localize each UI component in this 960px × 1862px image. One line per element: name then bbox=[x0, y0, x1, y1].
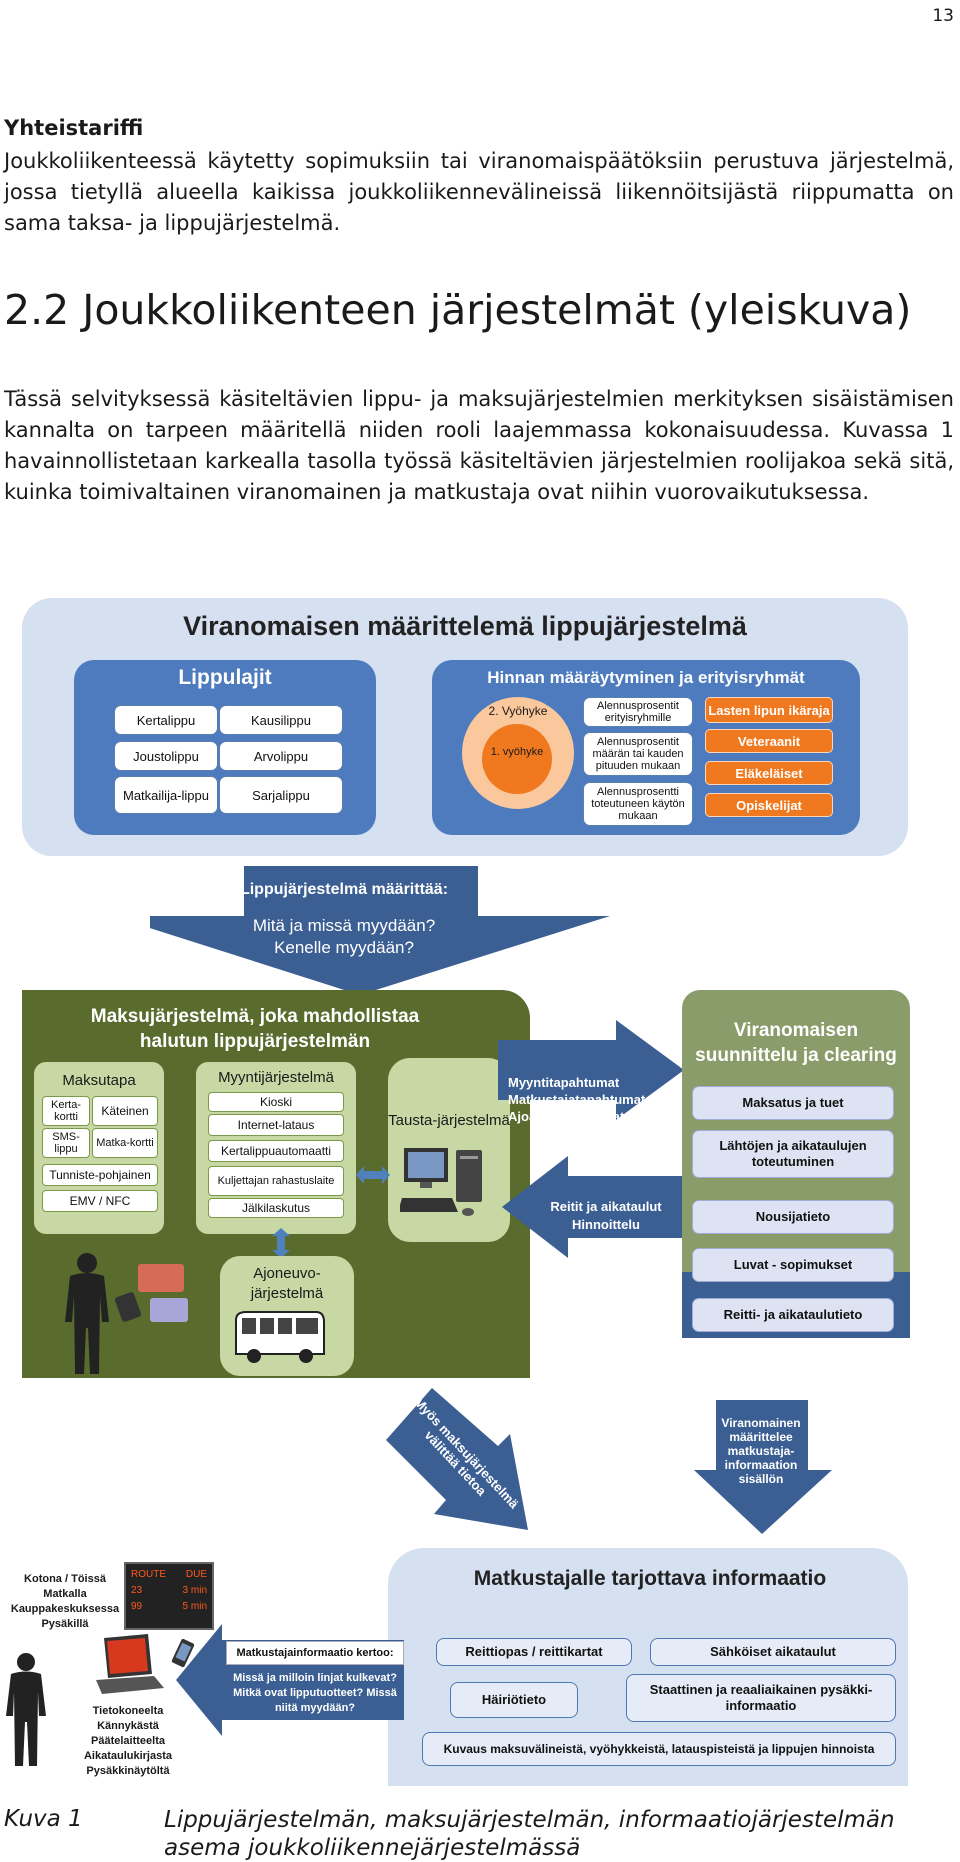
events-arrow bbox=[498, 1020, 684, 1120]
ticket-type: Matkailija-lippu bbox=[114, 776, 218, 814]
passenger-info-body: Missä ja milloin linjat kulkevat? Mitkä … bbox=[233, 1671, 397, 1714]
authority-info-text: Viranomainen määrittelee matkustaja-info… bbox=[721, 1416, 801, 1486]
defines-arrow bbox=[150, 866, 610, 995]
event-item: Myyntitapahtumat bbox=[508, 1075, 620, 1090]
caption-text: Lippujärjestelmän, maksujärjestelmän, in… bbox=[164, 1807, 895, 1861]
zone-1-circle bbox=[482, 724, 552, 794]
special-group: Opiskelijat bbox=[705, 793, 833, 817]
info-item: Sähköiset aikataulut bbox=[650, 1638, 896, 1666]
discount-item: Alennusprosentit erityisryhmille bbox=[583, 697, 693, 727]
info-devices: Tietokoneelta Kännykästä Päätelaitteelta… bbox=[83, 1705, 173, 1777]
stop-display-row: ROUTE DUE bbox=[131, 1567, 207, 1583]
stop-display-cell: 5 min bbox=[182, 1601, 207, 1612]
info-places: Kotona / Töissä Matkalla Kauppakeskukses… bbox=[10, 1573, 120, 1630]
pricing-title: Hinnan määräytyminen ja erityisryhmät bbox=[487, 668, 805, 687]
info-title: Matkustajalle tarjottava informaatio bbox=[473, 1567, 827, 1590]
stop-display-cell: 3 min bbox=[182, 1585, 207, 1596]
term-definition: Joukkoliikenteessä käytetty sopimuksiin … bbox=[4, 149, 954, 235]
payment-method: EMV / NFC bbox=[42, 1190, 158, 1212]
authority-item: Lähtöjen ja aikataulujen toteutuminen bbox=[692, 1130, 894, 1178]
ticket-system-title: Viranomaisen määrittelemä lippujärjestel… bbox=[183, 610, 747, 641]
caption-label: Kuva 1 bbox=[4, 1806, 83, 1832]
stop-display-cell: 99 bbox=[131, 1601, 143, 1612]
laptop-icon bbox=[96, 1634, 195, 1694]
ticket-type: Kertalippu bbox=[114, 705, 218, 735]
special-group: Veteraanit bbox=[705, 729, 833, 753]
authority-info-arrow bbox=[694, 1400, 832, 1534]
passenger-silhouette-icon bbox=[65, 1253, 109, 1374]
section-heading: 2.2 Joukkoliikenteen järjestelmät (yleis… bbox=[4, 286, 912, 334]
stop-display-row: 23 3 min bbox=[131, 1583, 207, 1599]
special-group: Eläkeläiset bbox=[705, 761, 833, 785]
ticket-type: Kausilippu bbox=[219, 705, 343, 735]
lippulajit-title: Lippulajit bbox=[178, 666, 272, 689]
info-item: Kuvaus maksuvälineistä, vyöhykkeistä, la… bbox=[422, 1732, 896, 1766]
traveler-silhouette-icon bbox=[6, 1653, 46, 1766]
defines-line2: Mitä ja missä myydään? bbox=[252, 916, 436, 935]
route-item: Reitit ja aikataulut bbox=[550, 1199, 662, 1214]
defines-line3: Kenelle myydään? bbox=[274, 938, 414, 957]
term-title: Yhteistariffi bbox=[4, 116, 144, 140]
stop-display-cell: DUE bbox=[185, 1569, 207, 1580]
sales-backend-arrow bbox=[356, 1166, 390, 1184]
route-item: Hinnoittelu bbox=[572, 1217, 640, 1232]
payment-method: Kerta-kortti bbox=[42, 1096, 90, 1126]
stop-display: ROUTE DUE 23 3 min 99 5 min bbox=[124, 1562, 214, 1630]
routes-arrow bbox=[502, 1156, 688, 1258]
ticket-type: Sarjalippu bbox=[219, 776, 343, 814]
passenger-info-head: Matkustajainformaatio kertoo: bbox=[226, 1641, 404, 1665]
vehicle-title: Ajoneuvo-järjestelmä bbox=[250, 1265, 324, 1302]
authority-item: Reitti- ja aikataulutieto bbox=[692, 1298, 894, 1332]
payment-system-title: Maksujärjestelmä, joka mahdollistaa halu… bbox=[90, 1006, 420, 1052]
section-paragraph: Tässä selvityksessä käsiteltävien lippu-… bbox=[4, 387, 954, 504]
page-number: 13 bbox=[932, 6, 954, 26]
sales-channel: Kuljettajan rahastuslaite bbox=[208, 1166, 344, 1196]
maksutapa-title: Maksutapa bbox=[62, 1071, 136, 1089]
cards-icon bbox=[115, 1264, 188, 1322]
info-item: Häiriötieto bbox=[450, 1682, 578, 1718]
event-item: Ajoaikatapahtumat bbox=[508, 1109, 625, 1124]
computer-icon bbox=[400, 1148, 482, 1216]
bus-icon bbox=[235, 1311, 325, 1363]
stop-display-row: 99 5 min bbox=[131, 1599, 207, 1615]
authority-panel-base bbox=[682, 1272, 910, 1338]
stop-display-cell: 23 bbox=[131, 1585, 143, 1596]
info-item: Staattinen ja reaaliaikainen pysäkki-inf… bbox=[626, 1674, 896, 1722]
sales-system-title: Myyntijärjestelmä bbox=[218, 1068, 334, 1086]
stop-display-cell: ROUTE bbox=[131, 1569, 166, 1580]
routes-text: Reitit ja aikataulut Hinnoittelu bbox=[530, 1196, 682, 1236]
special-group: Lasten lipun ikäraja bbox=[705, 697, 833, 723]
sales-channel: Kioski bbox=[208, 1092, 344, 1112]
payment-method: Tunniste-pohjainen bbox=[42, 1164, 158, 1186]
payment-method: SMS-lippu bbox=[42, 1128, 90, 1158]
sales-channel: Jälkilaskutus bbox=[208, 1198, 344, 1218]
ticket-type: Joustolippu bbox=[114, 741, 218, 771]
payment-method: Käteinen bbox=[92, 1096, 158, 1126]
discount-item: Alennusprosentti toteutuneen käytön muka… bbox=[583, 782, 693, 826]
payment-method: Matka-kortti bbox=[92, 1128, 158, 1158]
events-text: Myyntitapahtumat Matkustajatapahtumat Aj… bbox=[508, 1074, 688, 1128]
sales-channel: Kertalippuautomaatti bbox=[208, 1140, 344, 1162]
payment-info-arrow bbox=[386, 1388, 528, 1530]
authority-title: Viranomaisen suunnittelu ja clearing bbox=[695, 1020, 897, 1066]
ticket-type: Arvolippu bbox=[219, 741, 343, 771]
defines-line1: Lippujärjestelmä määrittää: bbox=[239, 881, 449, 898]
info-item: Reittiopas / reittikartat bbox=[436, 1638, 632, 1666]
authority-item: Maksatus ja tuet bbox=[692, 1086, 894, 1120]
discount-item: Alennusprosentit määrän tai kauden pituu… bbox=[583, 732, 693, 776]
backend-title: Tausta-järjestelmä bbox=[388, 1111, 510, 1129]
sales-channel: Internet-lataus bbox=[208, 1114, 344, 1136]
authority-item: Nousijatieto bbox=[692, 1200, 894, 1234]
vehicle-arrow bbox=[272, 1228, 290, 1258]
zone-2-label: 2. Vyöhyke bbox=[488, 704, 548, 718]
event-item: Matkustajatapahtumat bbox=[508, 1092, 646, 1107]
zone-1-label: 1. vyöhyke bbox=[490, 745, 544, 758]
authority-item: Luvat - sopimukset bbox=[692, 1248, 894, 1282]
